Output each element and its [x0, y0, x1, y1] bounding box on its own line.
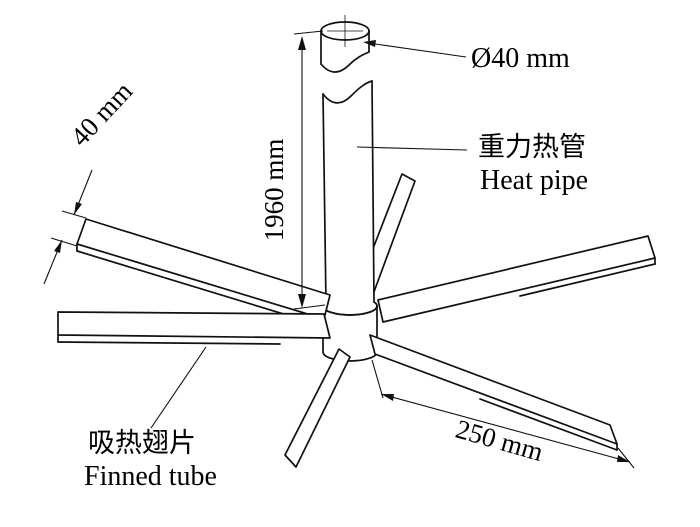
finned-tube-label-zh: 吸热翅片	[88, 428, 196, 458]
finned-tube-callout: 吸热翅片 Finned tube	[84, 346, 217, 492]
dimension-pipe-height: 1960 mm	[259, 30, 326, 310]
fin-upper-left	[76, 218, 331, 320]
dimension-pipe-diameter: Ø40 mm	[363, 40, 570, 74]
heat-pipe-label-zh: 重力热管	[478, 132, 586, 162]
fin-left	[57, 311, 331, 345]
finned-tube-label-en: Finned tube	[84, 461, 217, 492]
fin-lower-right	[369, 334, 618, 451]
fin-right	[377, 235, 656, 323]
dimension-fin-length: 250 mm	[371, 359, 635, 469]
fins	[57, 218, 656, 468]
heat-pipe-body	[322, 80, 378, 316]
fin-width-label: 40 mm	[65, 76, 139, 152]
fin-lower-left	[284, 348, 351, 468]
heat-pipe-label-en: Heat pipe	[480, 165, 588, 196]
fin-length-label: 250 mm	[452, 414, 546, 467]
pipe-diameter-label: Ø40 mm	[471, 43, 570, 74]
heat-pipe-top-segment	[320, 15, 370, 73]
heat-pipe-callout: 重力热管 Heat pipe	[356, 132, 588, 196]
hub-collar	[322, 296, 378, 362]
pipe-height-label: 1960 mm	[259, 139, 289, 242]
